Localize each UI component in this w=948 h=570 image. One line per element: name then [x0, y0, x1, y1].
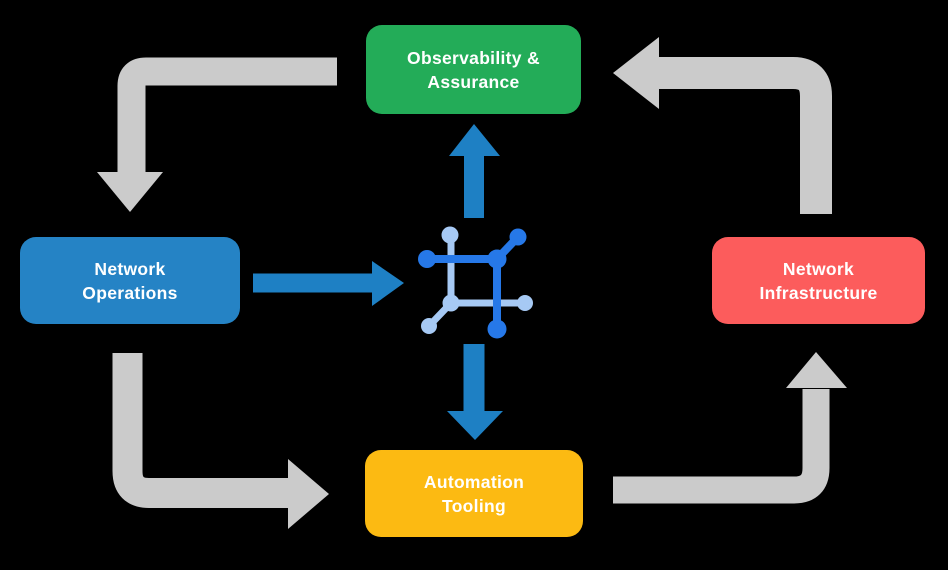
node-network-infrastructure: Network Infrastructure [712, 237, 925, 324]
arrow-elbow [112, 353, 288, 508]
cycle-arrow-operations-to-automation [112, 353, 329, 529]
node-label: Network Operations [82, 258, 178, 303]
flow-arrow-center-to-observability [449, 124, 500, 218]
arrow-elbow [659, 57, 832, 214]
arrow-elbow [117, 57, 337, 174]
cycle-arrow-observability-to-operations [97, 57, 337, 212]
node-automation-tooling: Automation Tooling [365, 450, 583, 537]
arrow-head-left-icon [613, 37, 659, 109]
icon-node [421, 318, 437, 334]
icon-node [487, 319, 507, 339]
icon-node [442, 294, 460, 312]
icon-node [509, 228, 527, 246]
icon-node [487, 249, 507, 269]
flow-arrow-center-to-automation [447, 344, 503, 440]
arrow-head-up-icon [786, 352, 847, 388]
arrow-head-down-icon [97, 172, 163, 212]
arrow-head-down-icon [447, 411, 503, 440]
cycle-arrow-infrastructure-to-observability [613, 37, 832, 214]
arrow-head-right-icon [288, 459, 329, 529]
node-network-operations: Network Operations [20, 237, 240, 324]
node-observability-assurance: Observability & Assurance [366, 25, 581, 114]
arrow-head-right-icon [372, 261, 404, 306]
arrow-elbow [613, 389, 830, 504]
node-label: Observability & Assurance [407, 47, 540, 92]
icon-node [418, 250, 436, 268]
node-label: Network Infrastructure [759, 258, 878, 303]
node-label: Automation Tooling [423, 471, 525, 516]
network-fabric-icon [418, 226, 533, 339]
icon-node [441, 226, 459, 244]
icon-dark-part [418, 228, 527, 339]
arrow-head-up-icon [449, 124, 500, 156]
flow-arrow-operations-to-center [253, 261, 404, 306]
cycle-arrow-automation-to-infrastructure [613, 352, 847, 504]
icon-node [517, 295, 533, 311]
